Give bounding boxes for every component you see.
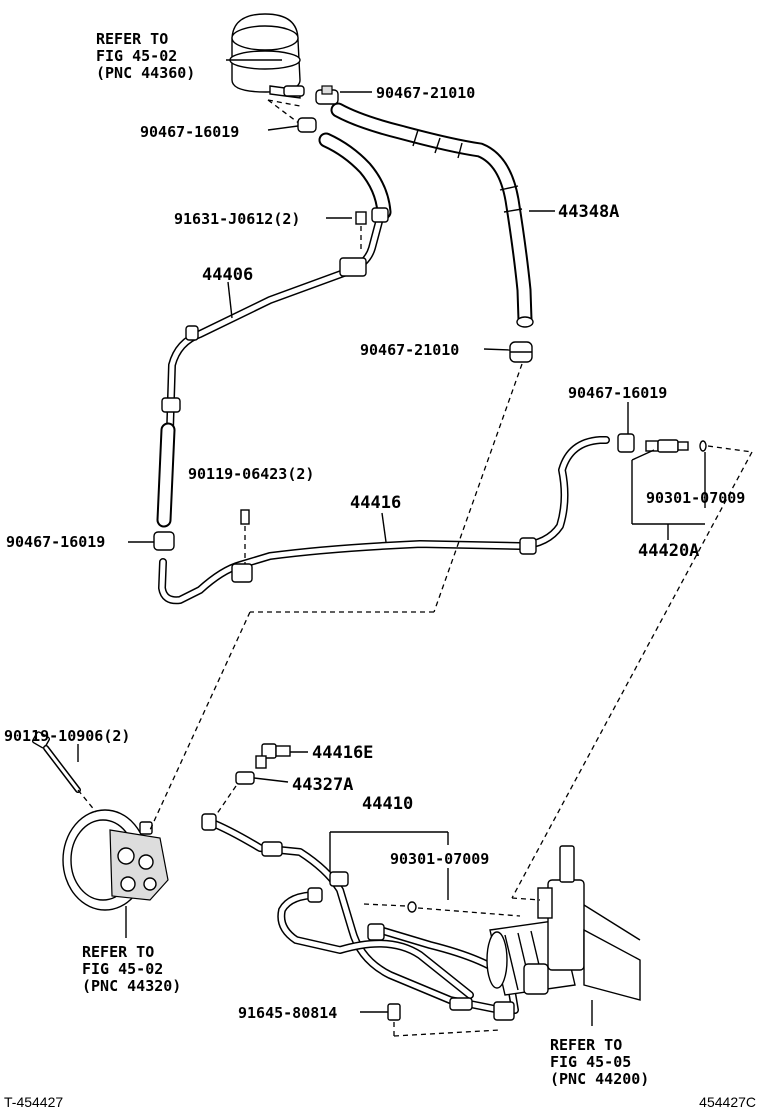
part-number-pipe-44410[interactable]: 44410 <box>362 794 413 814</box>
part-number-gasket-right[interactable]: 90301-07009 <box>646 489 745 507</box>
clamp-icon <box>519 537 537 555</box>
gear-reference-line2: FIG 45-05 <box>550 1053 631 1071</box>
steering-gear-icon <box>486 845 641 1026</box>
part-number-clamp-upper[interactable]: 90467-21010 <box>376 84 475 102</box>
gear-reference-line1: REFER TO <box>550 1036 622 1054</box>
part-number-hose-44348a[interactable]: 44348A <box>558 202 619 222</box>
clamp-icon <box>153 531 175 551</box>
gear-reference-line3: (PNC 44200) <box>550 1070 649 1088</box>
reservoir-reference-line2: FIG 45-02 <box>96 47 177 65</box>
footer-code-right: 454427C <box>699 1094 756 1110</box>
power-steering-pump-icon <box>62 809 169 911</box>
bolt-icon <box>31 731 97 813</box>
reservoir-reference-line3: (PNC 44360) <box>96 64 195 82</box>
clamp-icon <box>617 433 635 453</box>
part-number-bolt-90119-10906[interactable]: 90119-10906(2) <box>4 727 130 745</box>
part-number-union-44416e[interactable]: 44416E <box>312 743 373 763</box>
pipe-fitting-icon <box>201 813 515 1021</box>
union-bolt-icon <box>255 743 291 769</box>
pump-reference-line1: REFER TO <box>82 943 154 961</box>
pump-reference-line2: FIG 45-02 <box>82 960 163 978</box>
part-number-bolt-91645[interactable]: 91645-80814 <box>238 1004 337 1022</box>
clamp-icon <box>509 341 533 363</box>
footer-code-left: T-454427 <box>4 1094 63 1110</box>
union-fitting-icon <box>645 439 707 453</box>
part-number-gasket-lower[interactable]: 90301-07009 <box>390 850 489 868</box>
bolt-icon <box>387 1003 401 1021</box>
bolt-icon <box>355 207 389 250</box>
reservoir-outlet-fitting-icon <box>267 85 305 125</box>
part-number-bolt-91631[interactable]: 91631-J0612(2) <box>174 210 300 228</box>
part-number-gasket-44327a[interactable]: 44327A <box>292 775 353 795</box>
gasket-icon <box>407 901 417 913</box>
pump-reference-line3: (PNC 44320) <box>82 977 181 995</box>
reservoir-reference-line1: REFER TO <box>96 30 168 48</box>
grommet-icon <box>161 325 199 413</box>
part-number-bolt-90119-06423[interactable]: 90119-06423(2) <box>188 465 314 483</box>
part-number-pipe-44406[interactable]: 44406 <box>202 265 253 285</box>
clamp-icon <box>315 85 339 105</box>
part-number-clamp-16019-left[interactable]: 90467-16019 <box>6 533 105 551</box>
part-number-assy-44420a[interactable]: 44420A <box>638 541 699 561</box>
part-number-pipe-44416[interactable]: 44416 <box>350 493 401 513</box>
part-number-clamp-mid[interactable]: 90467-21010 <box>360 341 459 359</box>
clamp-icon <box>297 117 317 133</box>
gasket-icon <box>213 771 255 819</box>
part-number-clamp-16019-upper[interactable]: 90467-16019 <box>140 123 239 141</box>
part-number-clamp-16019-right[interactable]: 90467-16019 <box>568 384 667 402</box>
bolt-icon <box>231 509 253 583</box>
bracket-icon <box>339 257 367 277</box>
